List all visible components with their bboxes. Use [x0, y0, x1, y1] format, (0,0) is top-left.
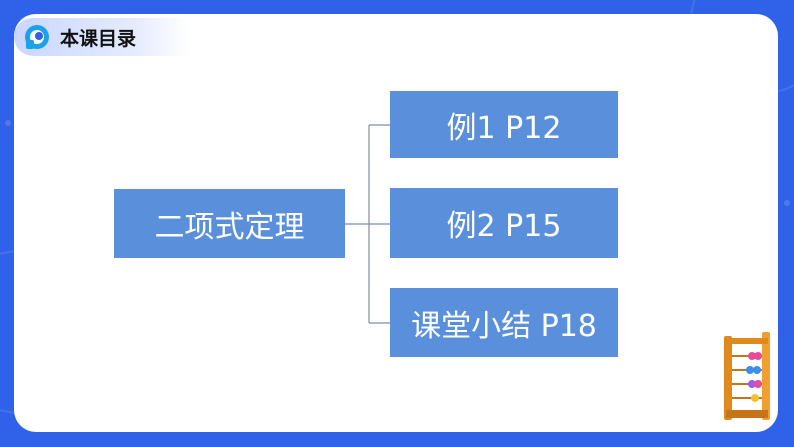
child-node-example-1[interactable]: 例1 P12: [390, 91, 618, 158]
root-node: 二项式定理: [114, 189, 345, 258]
root-node-label: 二项式定理: [154, 209, 305, 245]
child-node-label: 课堂小结 P18: [411, 308, 597, 344]
title-bar: 本课目录: [14, 18, 189, 56]
child-node-example-2[interactable]: 例2 P15: [390, 188, 618, 258]
page-title: 本课目录: [60, 27, 137, 50]
child-node-summary[interactable]: 课堂小结 P18: [390, 288, 618, 357]
child-node-label: 例1 P12: [446, 110, 562, 146]
logo-icon: [24, 24, 50, 50]
child-node-label: 例2 P15: [446, 209, 562, 244]
abacus-icon: [722, 332, 774, 428]
